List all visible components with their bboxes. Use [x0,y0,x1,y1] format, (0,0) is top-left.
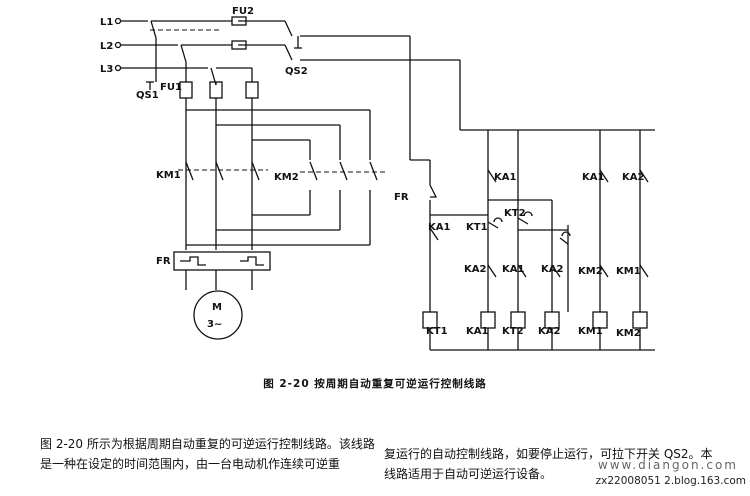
label-km2-contact: KM2 [578,266,603,277]
qs2-switch [284,20,460,61]
label-fu1: FU1 [160,82,182,93]
km1-contacts [178,161,268,181]
watermark-site: www.diangon.com [597,458,738,472]
km2-contacts [300,161,385,181]
fr-thermal-relay [173,251,271,271]
label-l1: L1 [100,17,113,28]
label-ka1-coil: KA1 [466,326,488,337]
label-km1-coil: KM1 [578,326,603,337]
label-fr-control: FR [394,192,409,203]
label-fu2: FU2 [232,6,254,17]
motor-phase-label: 3~ [207,319,222,330]
label-km1: KM1 [156,170,181,181]
label-l3: L3 [100,64,113,75]
label-ka1-d: KA1 [502,264,524,275]
label-ka1-a: KA1 [494,172,516,183]
control-circuit [409,36,655,351]
label-kt1-contact: KT1 [466,222,488,233]
body-text-right: 复运行的自动控制线路，如要停止运行，可拉下开关 QS2。本线路适用于自动可逆运行… [384,447,713,481]
watermark-blog: zx22008051 2.blog.163.com [595,475,746,487]
label-km2-coil: KM2 [616,328,641,339]
label-ka1-b: KA1 [582,172,604,183]
circuit-diagram: M 3~ [100,6,655,351]
label-km2: KM2 [274,172,299,183]
label-qs2: QS2 [285,66,308,77]
label-km1-contact: KM1 [616,266,641,277]
coils [422,311,648,329]
figure-caption: 图 2-20 按周期自动重复可逆运行控制线路 [263,378,487,390]
main-power-lines [185,98,371,250]
qs1-switch [146,20,220,90]
control-contacts [429,169,649,278]
label-ka2-b: KA2 [464,264,486,275]
body-text-left: 图 2-20 所示为根据周期自动重复的可逆运行控制线路。该线路是一种在设定的时间… [40,437,375,471]
label-qs1: QS1 [136,90,159,101]
motor: M 3~ [193,290,243,340]
label-l2: L2 [100,41,113,52]
label-fr-main: FR [156,256,171,267]
label-ka2-coil: KA2 [538,326,560,337]
label-kt2-coil: KT2 [502,326,524,337]
fu2-fuses [231,16,247,50]
motor-label: M [212,302,222,313]
label-ka2-c: KA2 [541,264,563,275]
labels: L1 L2 L3 FU2 QS2 QS1 FU1 KM1 KM2 FR FR K… [100,6,644,339]
label-ka1-c: KA1 [428,222,450,233]
label-kt1-coil: KT1 [426,326,448,337]
supply-lines [114,17,285,72]
motor-leads [185,270,253,290]
label-ka2-a: KA2 [622,172,644,183]
label-kt2-contact: KT2 [504,208,526,219]
